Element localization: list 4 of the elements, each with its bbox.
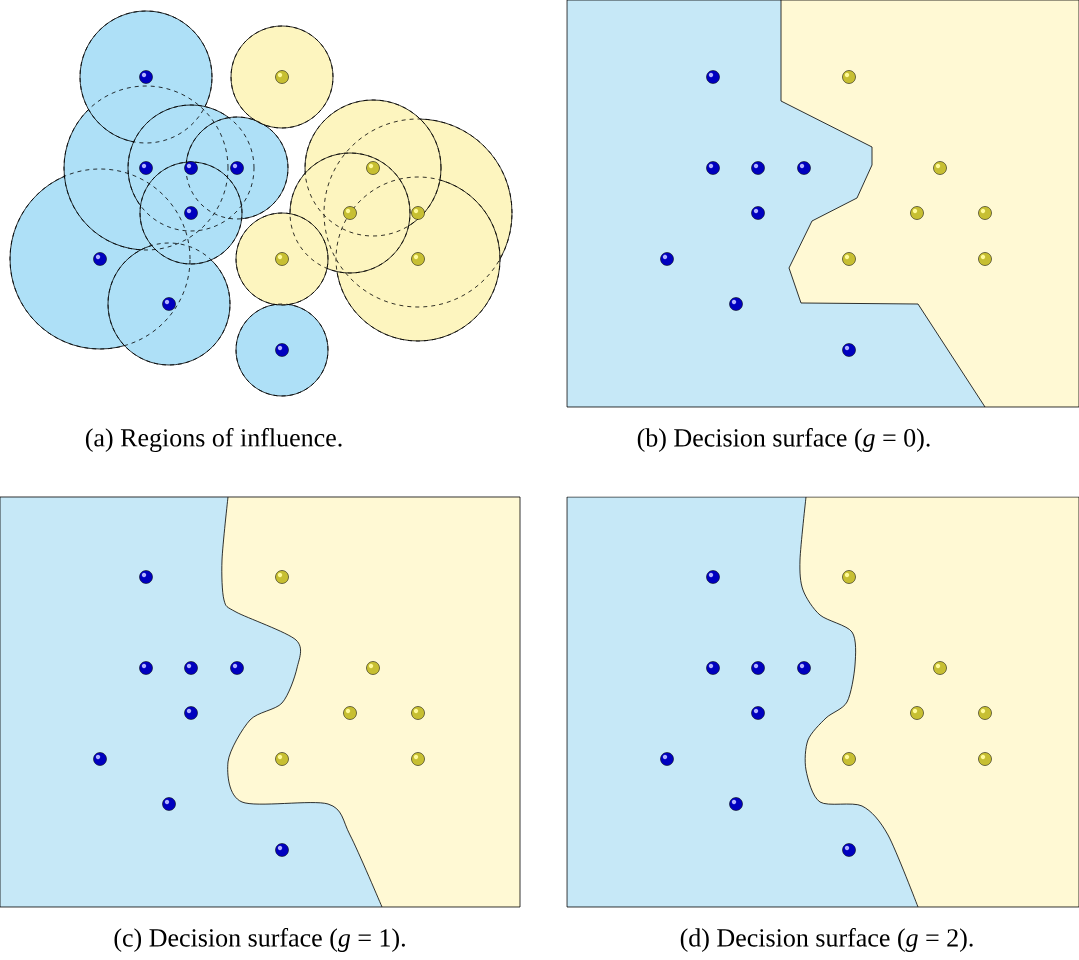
caption: (b) Decision surface (g = 0). xyxy=(637,428,930,452)
caption: (c) Decision surface (g = 1). xyxy=(114,928,405,952)
caption: (d) Decision surface (g = 2). xyxy=(680,928,973,952)
caption: (a) Regions of influence. xyxy=(85,428,342,452)
